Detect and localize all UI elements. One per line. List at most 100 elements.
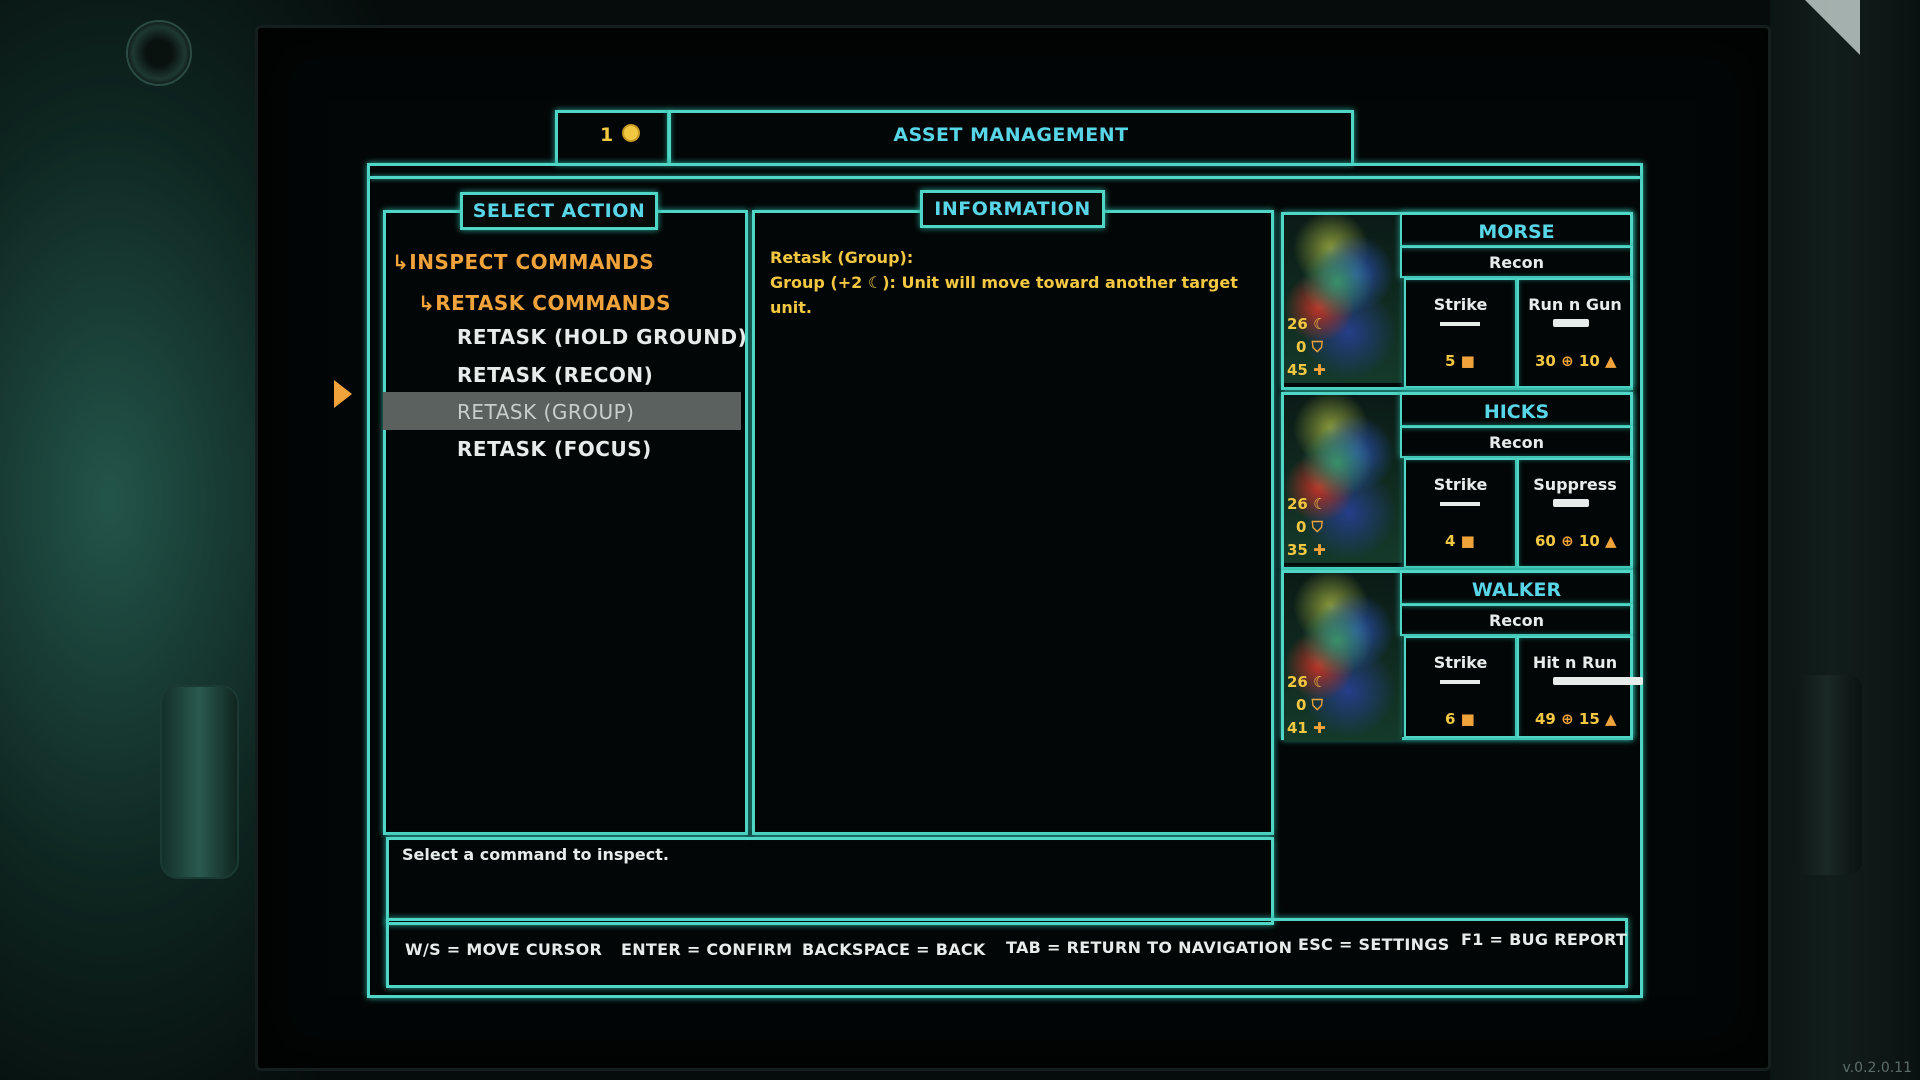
inspect-commands-item[interactable]: ↳INSPECT COMMANDS	[392, 250, 654, 274]
unit-role-box	[1400, 246, 1633, 278]
ability2-box	[1517, 636, 1633, 738]
stat-health-value: 45	[1287, 361, 1308, 379]
credits-value: 1	[600, 124, 614, 146]
latch-right	[1792, 675, 1862, 875]
damage-icon: ■	[1460, 352, 1475, 370]
unit-stat-armor: 0 ⛉	[1296, 518, 1323, 536]
pistol-icon	[1553, 319, 1589, 327]
ability1-label: Strike	[1433, 653, 1488, 672]
unit-role: Recon	[1488, 433, 1545, 452]
info-heading: Retask (Group):	[770, 248, 914, 267]
latch-left	[160, 685, 239, 879]
hint-settings: ESC = SETTINGS	[1298, 935, 1450, 954]
unit-stat-armor: 0 ⛉	[1296, 338, 1323, 356]
morale-icon: ☾	[1313, 315, 1327, 333]
retask-group-item[interactable]: RETASK (GROUP)	[457, 400, 635, 424]
shield-icon: ⛉	[1311, 518, 1323, 536]
information-tab	[920, 190, 1105, 228]
main-frame	[367, 163, 1643, 998]
morale-icon: ☾	[1313, 495, 1327, 513]
info-body-prefix: Group (+2	[770, 273, 868, 292]
stat-health-value: 41	[1287, 719, 1308, 737]
retask-commands-label: RETASK COMMANDS	[435, 291, 671, 315]
ability1-box	[1404, 278, 1517, 388]
hint-bug-report: F1 = BUG REPORT	[1461, 930, 1628, 949]
ability2-number1: 49	[1535, 710, 1556, 728]
health-icon: ✚	[1313, 719, 1326, 737]
shield-icon: ⛉	[1311, 696, 1323, 714]
knife-icon	[1440, 680, 1480, 684]
unit-portrait	[1284, 573, 1402, 741]
unit-stat-morale: 26 ☾	[1287, 673, 1327, 691]
ability2-number2: 10	[1578, 352, 1600, 370]
status-text: Select a command to inspect.	[402, 845, 669, 864]
ability1-box	[1404, 636, 1517, 738]
morale-icon: ☾	[1313, 673, 1327, 691]
unit-portrait	[1284, 215, 1402, 383]
select-action-title: SELECT ACTION	[472, 200, 646, 222]
damage-icon: ■	[1460, 710, 1475, 728]
bolt-icon	[126, 20, 192, 86]
ability2-values: 30 ⊕ 10 ▲	[1535, 352, 1617, 370]
hint-confirm: ENTER = CONFIRM	[621, 940, 793, 959]
ability1-number: 5	[1445, 352, 1456, 370]
morale-icon: ☾	[867, 273, 883, 292]
title-tab	[668, 110, 1354, 165]
ability1-value: 5 ■	[1445, 352, 1475, 370]
hint-bar	[386, 918, 1628, 988]
frame-divider	[370, 176, 1640, 179]
unit-portrait	[1284, 395, 1402, 563]
knife-icon	[1440, 322, 1480, 326]
branch-arrow-icon: ↳	[392, 250, 410, 274]
coin-icon	[621, 124, 640, 142]
stat-armor-value: 0	[1296, 696, 1307, 714]
unit-role: Recon	[1488, 611, 1545, 630]
retask-hold-ground-item[interactable]: RETASK (HOLD GROUND)	[457, 325, 748, 349]
ability1-box	[1404, 458, 1517, 568]
retask-focus-item[interactable]: RETASK (FOCUS)	[457, 437, 652, 461]
hint-back: BACKSPACE = BACK	[802, 940, 986, 959]
retask-commands-item[interactable]: ↳RETASK COMMANDS	[418, 291, 671, 315]
stat-morale-value: 26	[1287, 495, 1308, 513]
health-icon: ✚	[1313, 361, 1326, 379]
rifle-icon	[1553, 677, 1643, 685]
accuracy-icon: ⊕	[1561, 532, 1574, 550]
version-label: v.0.2.0.11	[1842, 1060, 1912, 1076]
information-panel	[752, 210, 1274, 835]
unit-role-box	[1400, 604, 1633, 636]
corner-marker-icon	[1805, 0, 1860, 55]
ability1-number: 4	[1445, 532, 1456, 550]
heat-icon: ▲	[1605, 532, 1617, 550]
ability2-label: Hit n Run	[1532, 653, 1618, 672]
heat-icon: ▲	[1605, 352, 1617, 370]
unit-stat-health: 41 ✚	[1287, 719, 1326, 737]
heat-icon: ▲	[1605, 710, 1617, 728]
ability1-label: Strike	[1433, 295, 1488, 314]
selected-row-highlight	[383, 392, 741, 430]
retask-recon-item[interactable]: RETASK (RECON)	[457, 363, 654, 387]
unit-stat-morale: 26 ☾	[1287, 495, 1327, 513]
ability1-value: 6 ■	[1445, 710, 1475, 728]
info-body-line1: Group (+2 ☾): Unit will move toward anot…	[770, 273, 1238, 292]
ability2-values: 49 ⊕ 15 ▲	[1535, 710, 1617, 728]
unit-stat-health: 45 ✚	[1287, 361, 1326, 379]
page-title: ASSET MANAGEMENT	[893, 124, 1129, 146]
inspect-commands-label: INSPECT COMMANDS	[409, 250, 655, 274]
unit-name: WALKER	[1471, 579, 1562, 601]
health-icon: ✚	[1313, 541, 1326, 559]
select-action-tab	[460, 192, 658, 230]
stat-armor-value: 0	[1296, 338, 1307, 356]
shield-icon: ⛉	[1311, 338, 1323, 356]
ability2-number1: 60	[1535, 532, 1556, 550]
stat-morale-value: 26	[1287, 315, 1308, 333]
ability2-number2: 15	[1578, 710, 1600, 728]
unit-role: Recon	[1488, 253, 1545, 272]
ability2-box	[1517, 458, 1633, 568]
ability1-number: 6	[1445, 710, 1456, 728]
ability2-box	[1517, 278, 1633, 388]
unit-stat-morale: 26 ☾	[1287, 315, 1327, 333]
hint-navigation: TAB = RETURN TO NAVIGATION	[1006, 938, 1293, 957]
bezel-right	[1770, 0, 1920, 1080]
branch-arrow-icon: ↳	[418, 291, 436, 315]
ability2-label: Run n Gun	[1528, 295, 1622, 314]
